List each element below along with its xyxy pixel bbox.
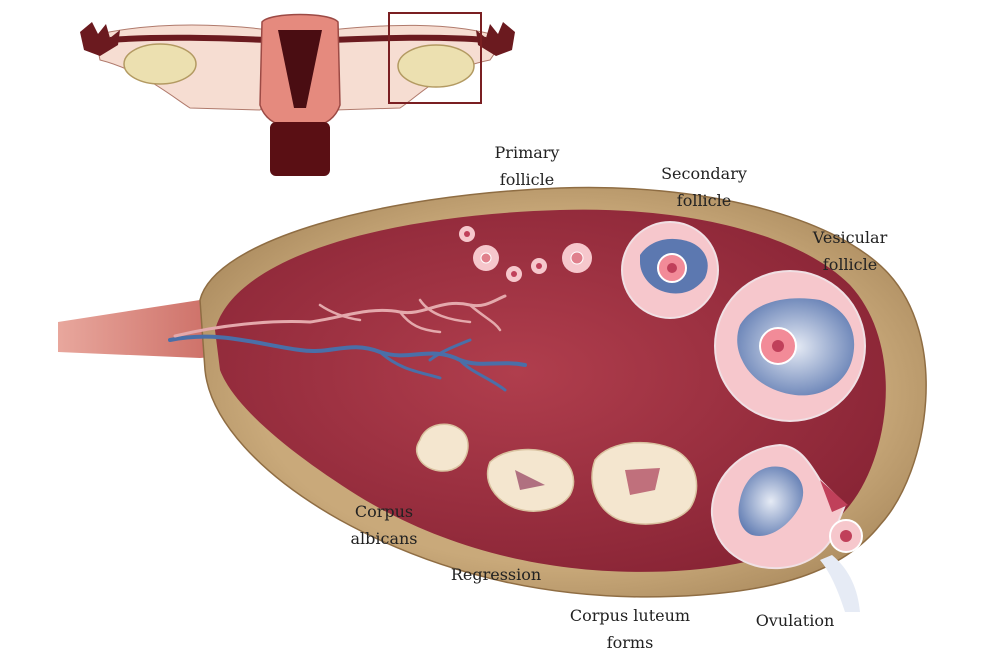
label-corpus-albicans: Corpus albicans (324, 498, 444, 552)
primary-follicle (506, 266, 522, 282)
released-fluid (820, 555, 860, 612)
label-vesicular-follicle-line2: follicle (822, 255, 878, 274)
primary-follicle (531, 258, 547, 274)
ovary-cross-section (58, 186, 927, 612)
primary-follicle (562, 243, 592, 273)
uterine-cavity (278, 30, 322, 108)
corpus-albicans-shape (415, 423, 469, 472)
label-ovulation: Ovulation (735, 607, 855, 634)
artery (173, 294, 507, 338)
label-regression: Regression (436, 561, 556, 588)
artery-branch (318, 298, 502, 334)
label-primary-follicle-line2: follicle (499, 170, 555, 189)
left-fallopian-tube (109, 34, 269, 43)
label-secondary-follicle: Secondary follicle (644, 160, 764, 214)
right-fimbriae (476, 22, 515, 56)
label-vesicular-follicle-line1: Vesicular (812, 228, 888, 247)
ovulating-follicle (710, 443, 863, 612)
primary-follicle (459, 226, 475, 242)
label-corpus-albicans-line1: Corpus (354, 502, 414, 521)
uterus-overview (80, 12, 515, 176)
label-primary-follicle-line1: Primary (494, 143, 560, 162)
primary-follicle (473, 245, 499, 271)
label-corpus-luteum-forms-line2: forms (606, 633, 654, 652)
label-corpus-luteum-forms-line1: Corpus luteum (569, 606, 691, 625)
cervix (270, 122, 330, 176)
corpus-luteum-shape (591, 441, 698, 525)
ovarian-ligament (58, 300, 235, 358)
vesicular-follicle (714, 270, 866, 422)
blood-vessels (168, 294, 527, 392)
ovary-highlight-box (388, 12, 482, 104)
label-regression-text: Regression (450, 565, 542, 584)
secondary-follicle (621, 221, 719, 319)
label-secondary-follicle-line1: Secondary (661, 164, 747, 183)
right-ovary (397, 44, 475, 88)
label-vesicular-follicle: Vesicular follicle (790, 224, 910, 278)
label-ovulation-text: Ovulation (755, 611, 835, 630)
regressing-corpus-luteum (486, 448, 575, 512)
label-secondary-follicle-line2: follicle (676, 191, 732, 210)
label-corpus-albicans-line2: albicans (350, 529, 418, 548)
label-corpus-luteum-forms: Corpus luteum forms (555, 602, 705, 656)
label-primary-follicle: Primary follicle (467, 139, 587, 193)
primary-follicles (459, 226, 592, 282)
left-ovary (123, 43, 197, 85)
ovary-medulla (215, 209, 886, 572)
vein-branch (378, 338, 507, 392)
right-fallopian-tube (329, 34, 487, 43)
left-fimbriae (80, 22, 120, 56)
vein (168, 334, 527, 367)
